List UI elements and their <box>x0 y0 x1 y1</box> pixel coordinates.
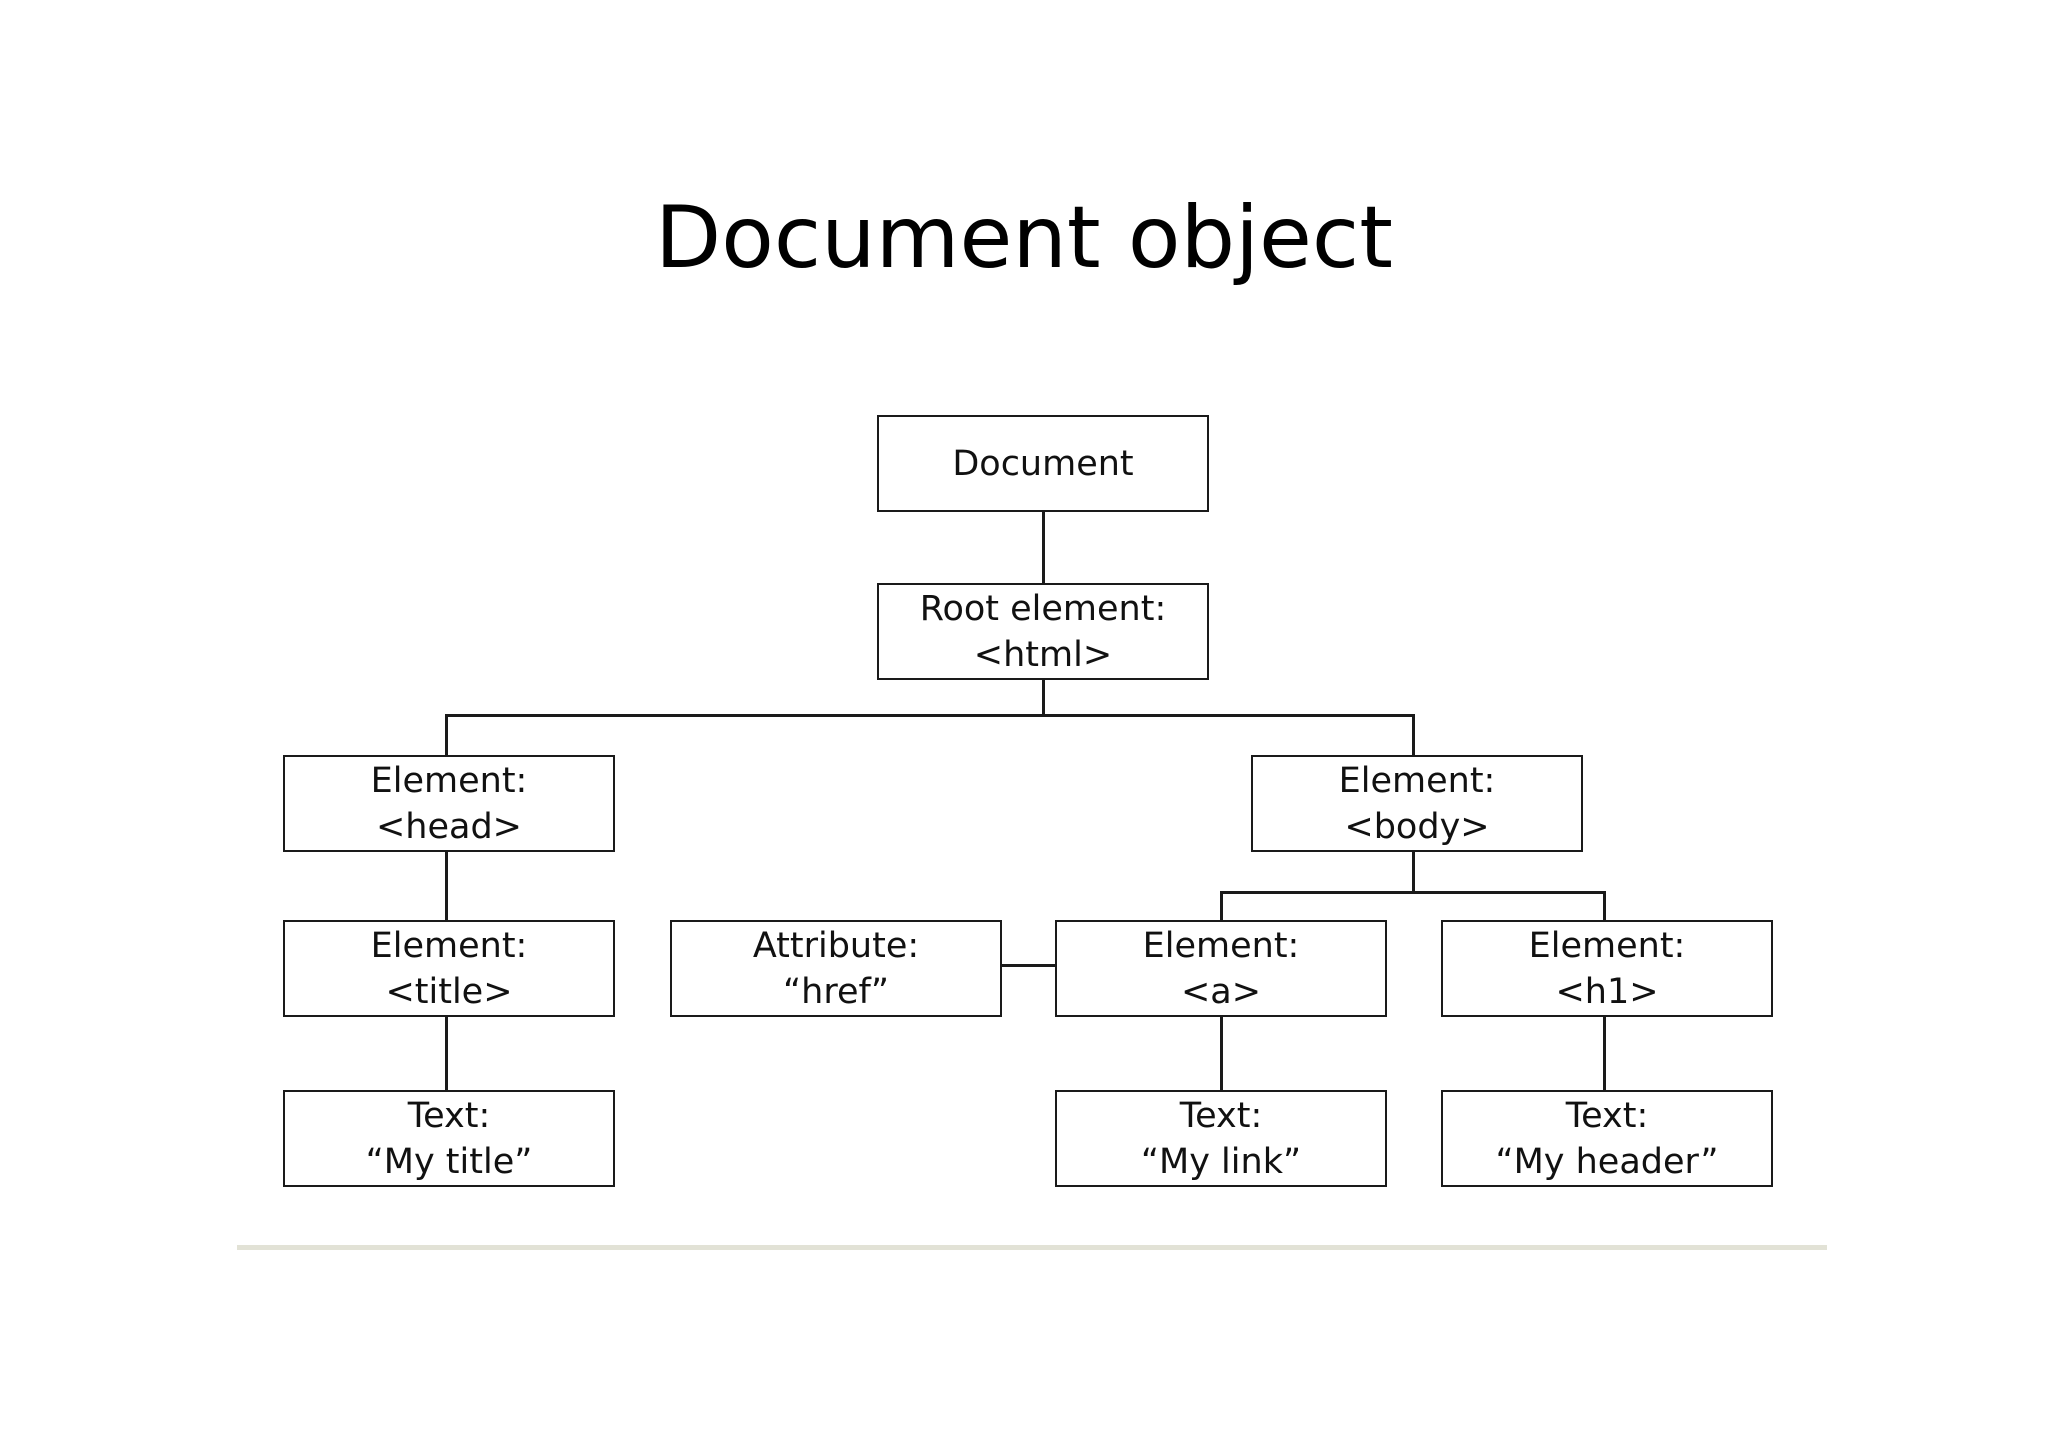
node-text-header-label: Text: <box>1565 1095 1649 1136</box>
node-a: Element: <a> <box>1055 920 1387 1017</box>
node-text-my-header: Text: “My header” <box>1441 1090 1773 1187</box>
node-head-label: Element: <box>370 760 528 801</box>
edge-title-text <box>445 1015 448 1092</box>
node-h1: Element: <h1> <box>1441 920 1773 1017</box>
node-root-label: Root element: <box>919 588 1167 629</box>
node-text-title-value: “My title” <box>365 1141 533 1182</box>
edge-a-text <box>1220 1015 1223 1092</box>
node-text-my-title: Text: “My title” <box>283 1090 615 1187</box>
node-head: Element: <head> <box>283 755 615 852</box>
node-head-tag: <head> <box>375 806 523 847</box>
edge-document-root <box>1042 511 1045 585</box>
node-body: Element: <body> <box>1251 755 1583 852</box>
node-text-link-label: Text: <box>1179 1095 1263 1136</box>
node-root-tag: <html> <box>973 634 1113 675</box>
edge-attribute-a <box>1000 964 1057 967</box>
node-root-element: Root element: <html> <box>877 583 1209 680</box>
node-a-label: Element: <box>1142 925 1300 966</box>
node-attribute-value: “href” <box>783 971 889 1012</box>
edge-head-title <box>445 850 448 922</box>
node-text-my-link: Text: “My link” <box>1055 1090 1387 1187</box>
node-h1-tag: <h1> <box>1555 971 1659 1012</box>
edge-branch-a <box>1220 891 1223 922</box>
node-body-label: Element: <box>1338 760 1496 801</box>
edge-branch-body <box>1412 714 1415 757</box>
node-title-label: Element: <box>370 925 528 966</box>
edge-body-branch-horizontal <box>1220 891 1606 894</box>
slide-title: Document object <box>655 188 1393 288</box>
node-h1-label: Element: <box>1528 925 1686 966</box>
node-text-header-value: “My header” <box>1495 1141 1719 1182</box>
node-attribute-href: Attribute: “href” <box>670 920 1002 1017</box>
edge-branch-head <box>445 714 448 757</box>
footer-divider <box>237 1245 1827 1250</box>
edge-branch-h1 <box>1603 891 1606 922</box>
node-text-title-label: Text: <box>407 1095 491 1136</box>
edge-body-down <box>1412 850 1415 893</box>
edge-root-branch-horizontal <box>445 714 1415 717</box>
node-text-link-value: “My link” <box>1140 1141 1302 1182</box>
node-document: Document <box>877 415 1209 512</box>
node-title: Element: <title> <box>283 920 615 1017</box>
node-title-tag: <title> <box>385 971 513 1012</box>
node-a-tag: <a> <box>1180 971 1262 1012</box>
edge-root-down <box>1042 680 1045 716</box>
node-document-label: Document <box>952 443 1134 484</box>
node-attribute-label: Attribute: <box>752 925 920 966</box>
edge-h1-text <box>1603 1015 1606 1092</box>
node-body-tag: <body> <box>1344 806 1490 847</box>
